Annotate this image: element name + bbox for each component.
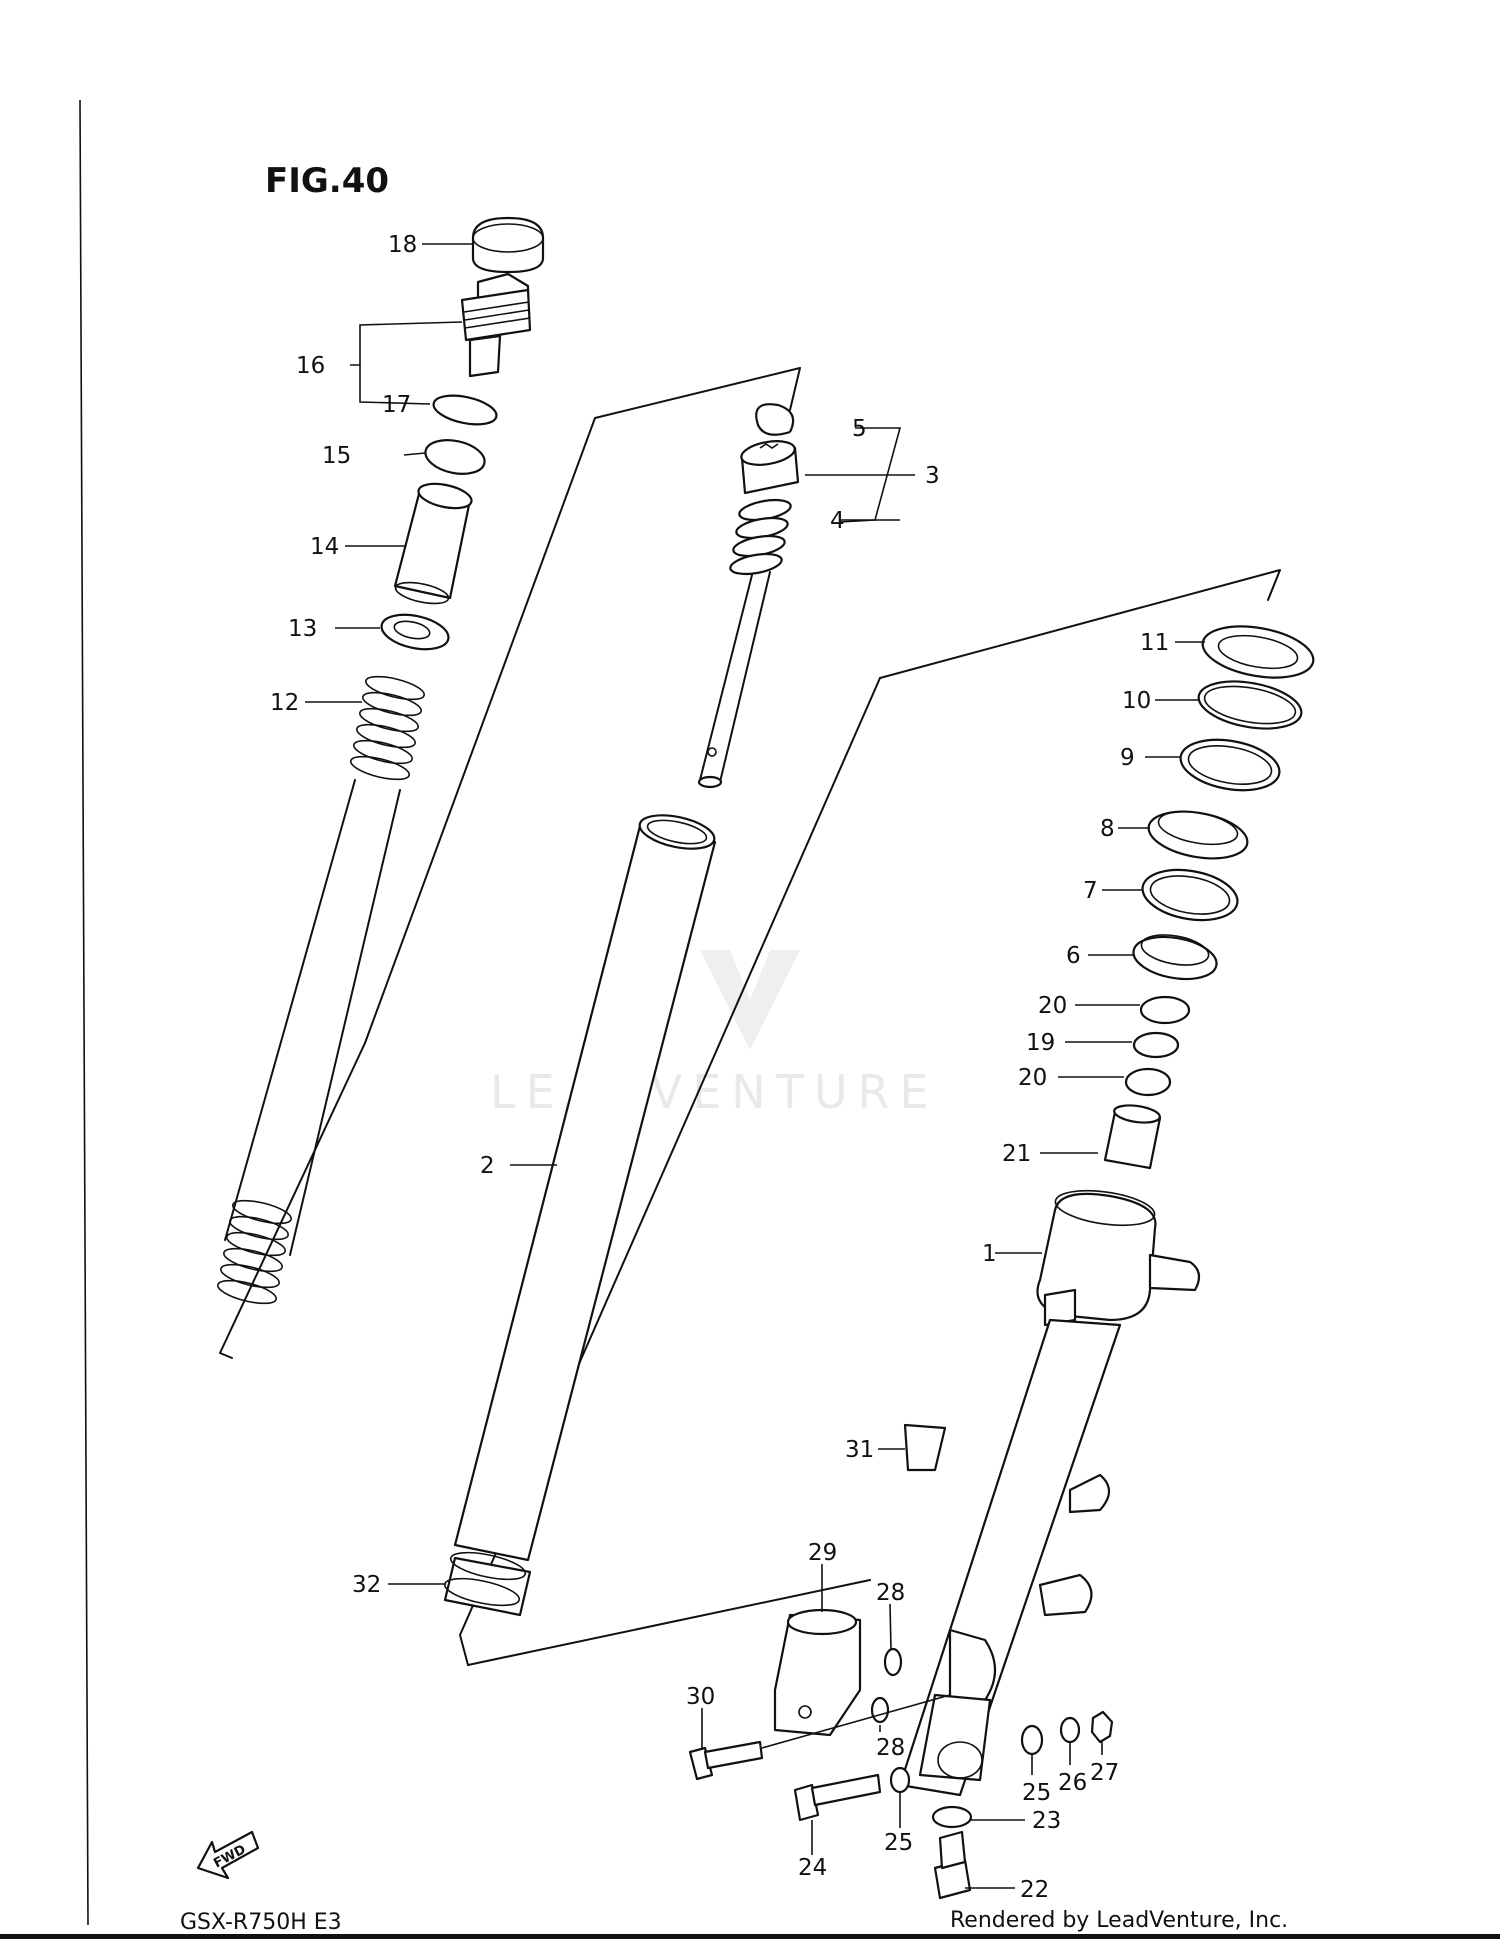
part-9-washer bbox=[1179, 738, 1281, 792]
callout-22: 22 bbox=[1020, 1877, 1049, 1903]
part-1-outer-tube bbox=[898, 1189, 1201, 1797]
callout-20-lower: 20 bbox=[1018, 1065, 1047, 1091]
callout-numbers: 18 16 17 15 14 13 12 5 3 4 11 10 9 8 7 6… bbox=[270, 232, 1169, 1903]
callout-15: 15 bbox=[322, 443, 351, 469]
part-29-valve-body bbox=[773, 1608, 862, 1737]
part-30-bolt bbox=[688, 1740, 764, 1781]
group-boundary-lines bbox=[219, 367, 1281, 1666]
watermark-text: LEADVENTURE bbox=[490, 1065, 939, 1119]
callout-leaders bbox=[305, 243, 1205, 1889]
callout-25-left: 25 bbox=[884, 1830, 913, 1856]
part-31-label bbox=[903, 1423, 947, 1472]
part-11-dust-seal bbox=[1201, 625, 1315, 679]
part-8-oil-seal bbox=[1147, 810, 1249, 860]
callout-28-lower: 28 bbox=[876, 1735, 905, 1761]
callout-27: 27 bbox=[1090, 1760, 1119, 1786]
part-18-cap bbox=[471, 216, 545, 274]
part-28-washer-lower bbox=[870, 1696, 890, 1724]
watermark-logo bbox=[700, 950, 800, 1050]
figure-title: FIG.40 bbox=[265, 161, 389, 201]
callout-18: 18 bbox=[388, 232, 417, 258]
part-22-pinch-bolt bbox=[933, 1830, 972, 1900]
part-6-guide-bushing bbox=[1132, 934, 1218, 981]
bottom-rule bbox=[0, 1934, 1500, 1939]
callout-9: 9 bbox=[1120, 745, 1135, 771]
callout-7: 7 bbox=[1083, 878, 1098, 904]
callout-30: 30 bbox=[686, 1684, 715, 1710]
callout-24: 24 bbox=[798, 1855, 827, 1881]
callout-2: 2 bbox=[480, 1153, 495, 1179]
part-4-rod-rings bbox=[729, 498, 792, 576]
part-24-bolt bbox=[793, 1773, 882, 1822]
callout-14: 14 bbox=[310, 534, 339, 560]
callout-16: 16 bbox=[296, 353, 325, 379]
part-2-inner-tube bbox=[453, 814, 717, 1562]
part-17-o-ring bbox=[432, 394, 498, 426]
part-21-lock-piece bbox=[1103, 1104, 1162, 1170]
part-25-washer-left bbox=[889, 1766, 911, 1794]
callout-12: 12 bbox=[270, 690, 299, 716]
part-3-rod-head bbox=[740, 440, 800, 495]
callout-26: 26 bbox=[1058, 1770, 1087, 1796]
part-15-disc bbox=[424, 439, 486, 475]
callout-5: 5 bbox=[852, 416, 867, 442]
callout-11: 11 bbox=[1140, 630, 1169, 656]
part-25-washer-right bbox=[1020, 1724, 1044, 1756]
callout-25-right: 25 bbox=[1022, 1780, 1051, 1806]
callout-3: 3 bbox=[925, 463, 940, 489]
part-23-washer bbox=[931, 1805, 973, 1829]
part-13-seat bbox=[380, 613, 450, 651]
forward-direction-arrow: FWD bbox=[196, 1830, 260, 1880]
callout-13: 13 bbox=[288, 616, 317, 642]
part-28-washer-upper bbox=[883, 1647, 903, 1677]
callout-21: 21 bbox=[1002, 1141, 1031, 1167]
footer-rendered-by: Rendered by LeadVenture, Inc. bbox=[950, 1908, 1289, 1933]
callout-23: 23 bbox=[1032, 1808, 1061, 1834]
part-5-circlip bbox=[755, 403, 795, 436]
page-margin-line bbox=[79, 99, 89, 1926]
part-14-spacer bbox=[393, 482, 473, 605]
callout-20-upper: 20 bbox=[1038, 993, 1067, 1019]
part-20-o-ring-lower bbox=[1124, 1067, 1172, 1097]
callout-6: 6 bbox=[1066, 943, 1081, 969]
footer-model-code: GSX-R750H E3 bbox=[180, 1910, 342, 1935]
callout-29: 29 bbox=[808, 1540, 837, 1566]
callout-32: 32 bbox=[352, 1572, 381, 1598]
part-10-stopper-ring bbox=[1197, 680, 1303, 730]
callout-28-upper: 28 bbox=[876, 1580, 905, 1606]
part-7-washer bbox=[1141, 868, 1239, 922]
callout-4: 4 bbox=[830, 508, 845, 534]
part-12-spring bbox=[217, 675, 425, 1305]
callout-10: 10 bbox=[1122, 688, 1151, 714]
damper-rod-shaft bbox=[697, 571, 771, 789]
callout-31: 31 bbox=[845, 1437, 874, 1463]
part-20-o-ring-upper bbox=[1139, 995, 1191, 1025]
part-26-washer bbox=[1059, 1716, 1081, 1744]
callout-19: 19 bbox=[1026, 1030, 1055, 1056]
callout-1: 1 bbox=[982, 1241, 997, 1267]
callout-17: 17 bbox=[382, 392, 411, 418]
callout-8: 8 bbox=[1100, 816, 1115, 842]
part-16-adjuster-bolt bbox=[460, 272, 532, 378]
part-27-nut bbox=[1090, 1710, 1114, 1744]
part-19-ring bbox=[1132, 1031, 1180, 1059]
